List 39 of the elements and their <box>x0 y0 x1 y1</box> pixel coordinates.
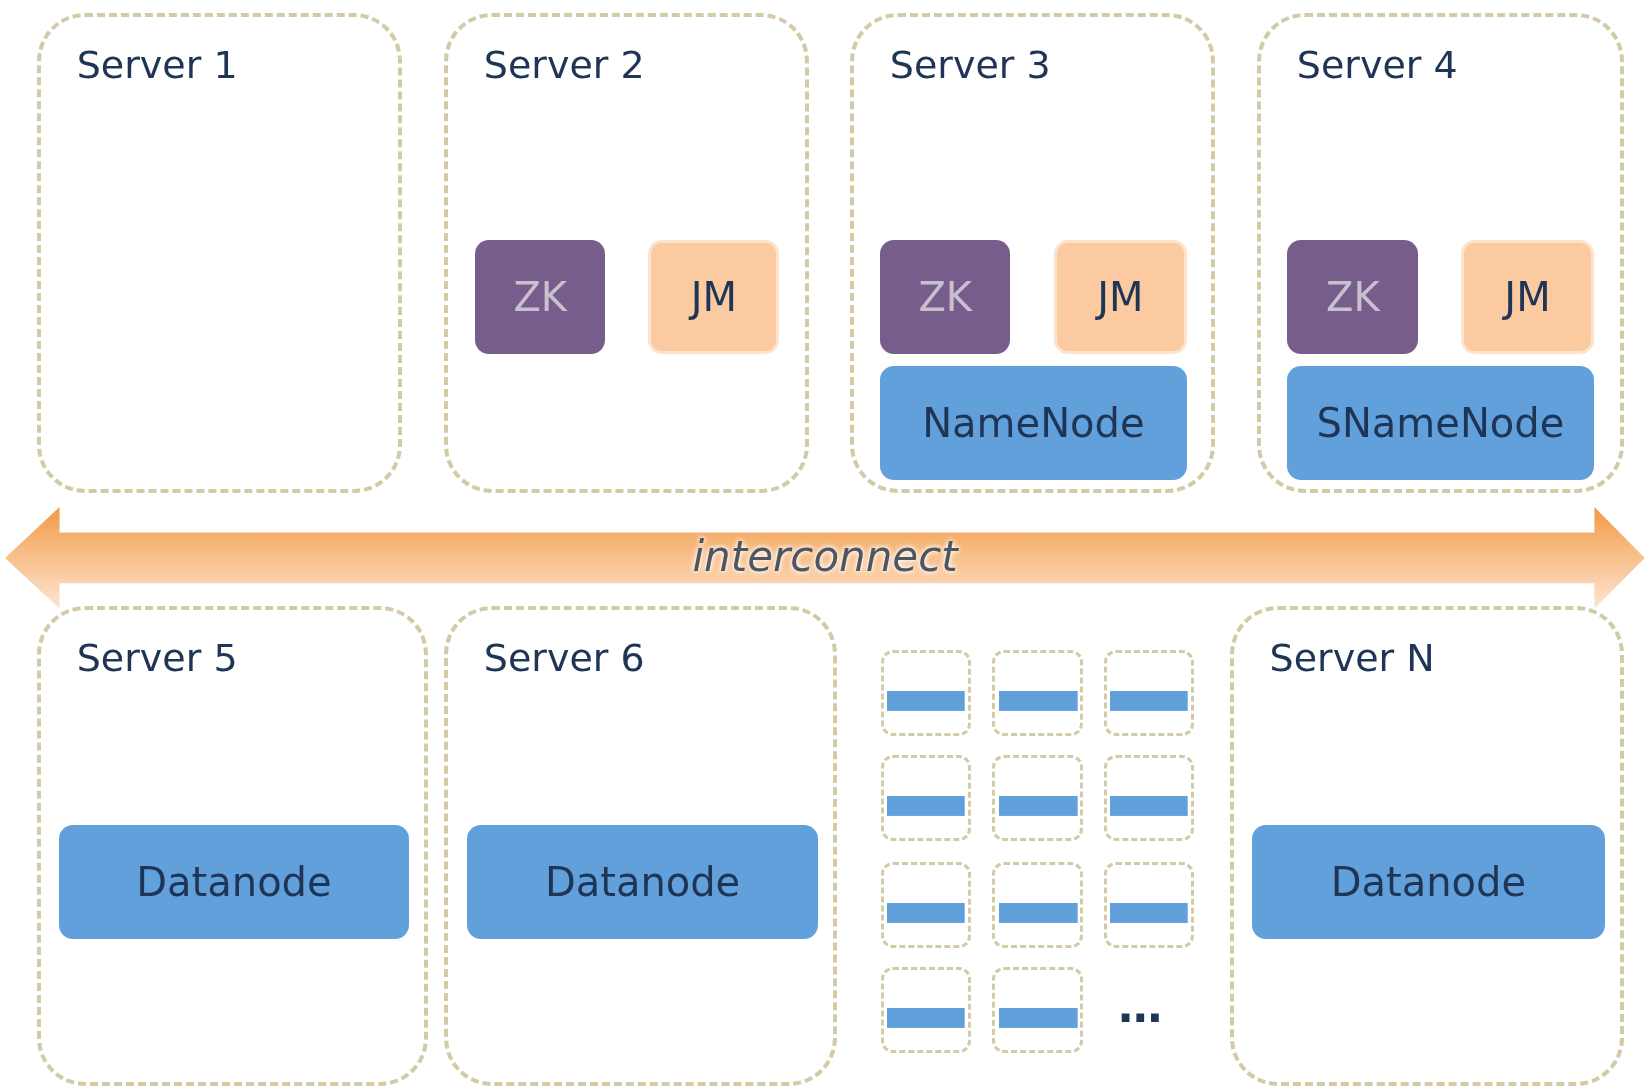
server-panel <box>36 12 402 494</box>
server-panel <box>849 12 1215 494</box>
service-box: NameNode <box>880 366 1187 481</box>
service-box: Datanode <box>1251 824 1606 939</box>
server-title: Server 4 <box>1296 42 1458 87</box>
mini-server-box <box>992 755 1083 842</box>
mini-server-box <box>1103 650 1194 737</box>
zookeeper-box: ZK <box>1287 240 1419 354</box>
mini-server-box <box>992 967 1083 1054</box>
server-panel <box>1256 12 1624 494</box>
journal-manager-box: JM <box>648 240 780 354</box>
server-panel <box>443 606 838 1086</box>
interconnect-label: interconnect <box>691 531 960 581</box>
server-title: Server 3 <box>889 42 1051 87</box>
server-panel <box>443 12 809 494</box>
server-title: Server 5 <box>76 636 238 681</box>
mini-server-box <box>992 650 1083 737</box>
server-title: Server 1 <box>76 42 238 87</box>
server-title: Server 6 <box>483 636 645 681</box>
zookeeper-box: ZK <box>475 240 606 354</box>
server-panel <box>1229 606 1624 1086</box>
interconnect-arrow <box>5 506 1645 609</box>
service-box: SNameNode <box>1287 366 1594 481</box>
service-box: Datanode <box>58 824 410 939</box>
journal-manager-box: JM <box>1054 240 1187 354</box>
server-panel <box>36 606 429 1086</box>
journal-manager-box: JM <box>1461 240 1594 354</box>
mini-server-box <box>992 862 1083 949</box>
mini-server-box <box>881 755 972 842</box>
server-title: Server N <box>1269 636 1435 681</box>
mini-server-box <box>881 967 972 1054</box>
ellipsis-label: … <box>1118 980 1163 1032</box>
mini-server-box <box>881 650 972 737</box>
service-box: Datanode <box>466 824 819 939</box>
mini-server-box <box>1103 862 1194 949</box>
mini-server-box <box>1103 755 1194 842</box>
server-title: Server 2 <box>483 42 645 87</box>
zookeeper-box: ZK <box>880 240 1011 354</box>
mini-server-box <box>881 862 972 949</box>
